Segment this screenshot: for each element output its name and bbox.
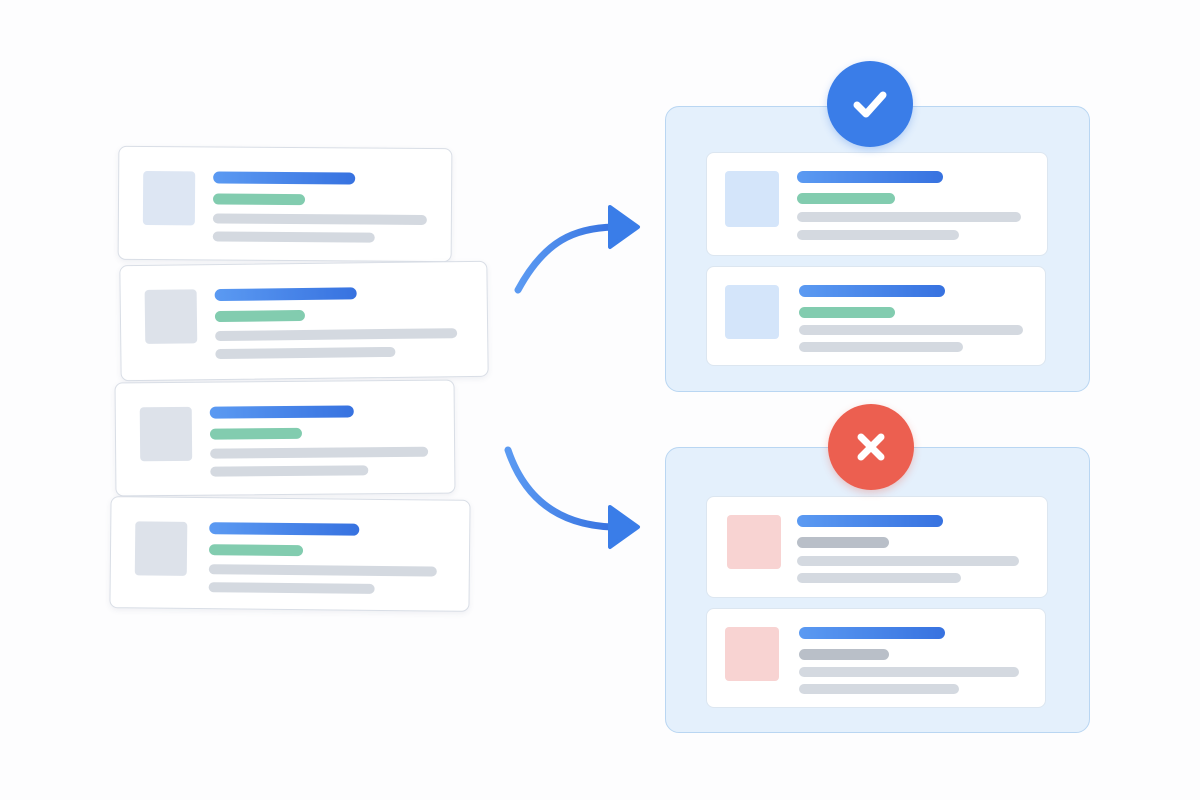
curved-arrow-icon [504,446,616,531]
accepted-card [706,152,1048,256]
accepted-panel [665,106,1090,392]
card-tag-bar [214,309,305,323]
reject-badge [828,404,914,490]
card-text-line [799,325,1023,335]
card-tag-bar [212,193,306,206]
accept-badge [827,61,913,147]
card-text-line [797,556,1019,566]
card-title-bar [213,171,356,185]
card-title-bar [799,627,945,639]
rejected-card [706,496,1048,598]
card-text-line [799,342,963,352]
card-text-line [797,573,961,583]
curved-arrow-icon [514,223,618,294]
accepted-card [706,266,1046,366]
card-title-bar [214,287,357,302]
card-title-bar [209,405,354,419]
card-title-bar [799,285,945,297]
checkmark-icon [853,91,887,118]
input-card [117,145,453,263]
card-text-line [212,213,427,225]
card-tag-bar [799,307,895,318]
input-card [114,379,456,497]
card-text-line [208,582,375,594]
arrowhead-icon [608,205,640,249]
card-thumbnail [142,171,196,226]
card-text-line [210,446,429,459]
card-thumbnail [725,285,779,339]
card-title-bar [797,515,943,527]
card-tag-bar [797,193,895,204]
card-thumbnail [134,521,188,576]
card-thumbnail [727,515,781,569]
card-thumbnail [725,171,779,227]
card-tag-bar [799,649,889,660]
accept-arrow [514,205,640,294]
card-text-line [208,564,437,577]
card-text-line [797,212,1021,222]
card-tag-bar [797,537,889,548]
card-tag-bar [208,544,304,557]
input-card [109,496,471,612]
card-thumbnail [139,406,193,462]
rejected-panel [665,447,1090,733]
card-title-bar [209,522,360,536]
card-text-line [210,465,369,477]
input-card [119,260,489,382]
rejected-card [706,608,1046,708]
card-text-line [215,328,458,342]
card-text-line [799,667,1019,677]
card-text-line [212,231,375,243]
arrowhead-icon [608,505,640,549]
card-text-line [797,230,959,240]
cross-icon [857,433,885,461]
card-text-line [215,346,396,360]
card-title-bar [797,171,943,183]
card-tag-bar [209,427,303,440]
card-thumbnail [144,289,198,344]
card-text-line [799,684,959,694]
card-thumbnail [725,627,779,681]
reject-arrow [504,446,640,549]
